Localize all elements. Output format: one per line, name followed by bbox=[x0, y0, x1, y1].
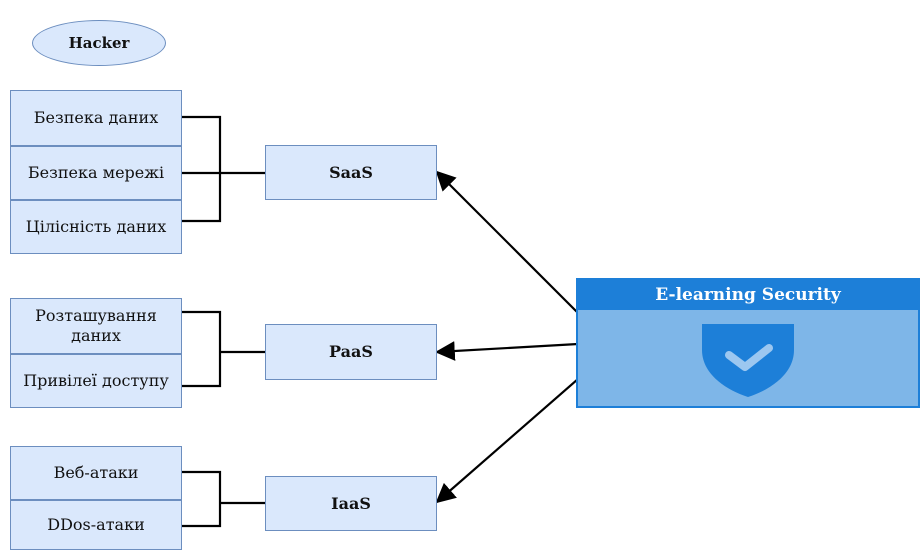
saas-item-data-integrity: Цілісність даних bbox=[10, 200, 182, 254]
saas-node: SaaS bbox=[265, 145, 437, 200]
hacker-node: Hacker bbox=[32, 20, 166, 66]
saas-item-data-security: Безпека даних bbox=[10, 90, 182, 146]
shield-check-icon bbox=[702, 324, 794, 397]
iaas-node: IaaS bbox=[265, 476, 437, 531]
paas-item-access-privileges: Привілеї доступу bbox=[10, 354, 182, 408]
paas-node: PaaS bbox=[265, 324, 437, 380]
paas-bracket bbox=[182, 310, 265, 388]
saas-bracket bbox=[182, 115, 265, 223]
e-learning-security-panel: E-learning Security bbox=[576, 278, 920, 408]
iaas-bracket bbox=[182, 470, 265, 528]
arrow-to-saas bbox=[435, 170, 579, 314]
arrow-to-paas bbox=[435, 341, 579, 361]
paas-item-data-location: Розташування даних bbox=[10, 298, 182, 354]
hacker-label: Hacker bbox=[68, 34, 130, 52]
iaas-item-web-attacks: Веб-атаки bbox=[10, 446, 182, 500]
iaas-item-ddos-attacks: DDos-атаки bbox=[10, 500, 182, 550]
panel-title: E-learning Security bbox=[578, 280, 918, 310]
arrow-to-iaas bbox=[435, 378, 579, 504]
saas-item-network-security: Безпека мережі bbox=[10, 146, 182, 200]
